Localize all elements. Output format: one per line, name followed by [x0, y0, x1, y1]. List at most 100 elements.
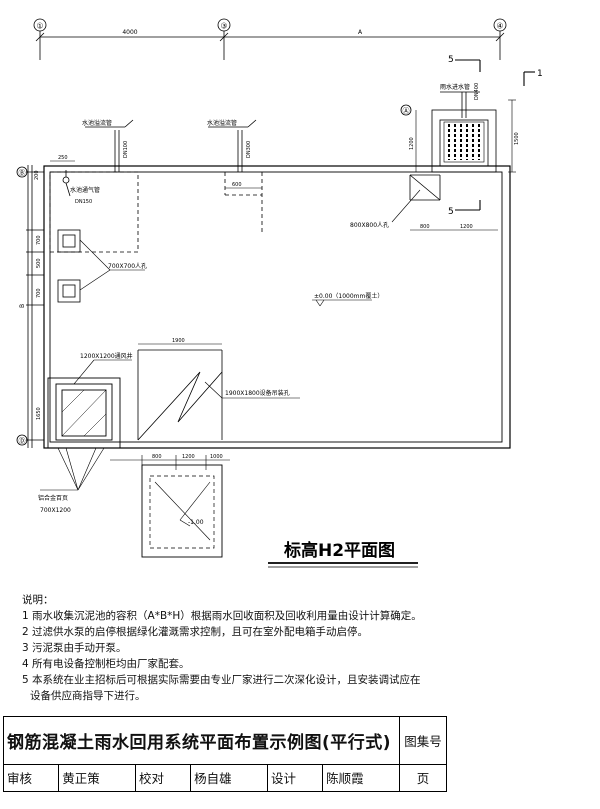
dashed-chamber-right: [224, 172, 263, 235]
axis-bubble-3: ③: [217, 18, 231, 32]
axis-bubble-a: Ⓐ: [400, 104, 412, 116]
section-1-label: 1: [537, 69, 543, 79]
bottom-dim-2: 1000: [210, 454, 223, 460]
elevation-label: ±0.00（1000mm覆土）: [314, 292, 383, 300]
note-item: 1 雨水收集沉泥池的容积（A*B*H）根据雨水回收面积及回收利用量由设计计算确定…: [22, 610, 422, 622]
section-marker-top: [455, 59, 481, 72]
check-label: 校对: [134, 763, 192, 793]
dim-d1900: 1900: [172, 338, 185, 344]
vent-chamber-inner: [149, 475, 215, 549]
manhole-800: [409, 174, 441, 201]
svg-text:Ⓑ: Ⓑ: [19, 169, 26, 177]
hoist-hole-label: 1900X1800设备吊装孔: [225, 389, 290, 397]
elevation-mark: [312, 299, 372, 307]
dim-d200: 200: [34, 170, 40, 180]
svg-text:④: ④: [496, 22, 503, 31]
hoist-hole: [137, 349, 223, 441]
vent-pipe: [62, 170, 71, 197]
checker-name: 杨自雄: [190, 763, 268, 793]
dim-d500: 500: [36, 258, 42, 268]
louver-size-label: 700X1200: [40, 507, 71, 514]
level-mark: -1.00: [188, 519, 204, 526]
axis-bubble-d: Ⓓ: [16, 434, 28, 446]
note-item: 3 污泥泵由手动开泵。: [22, 642, 127, 654]
note-item: 5 本系统在业主招标后可根据实际需要由专业厂家进行二次深化设计，且安装调试应在: [22, 674, 421, 686]
manhole-700-leaders: [79, 239, 145, 291]
dim-left-b: B: [19, 304, 26, 308]
rain-inlet-chamber: [431, 109, 497, 173]
tank-outline-outer: [43, 165, 511, 449]
dim-d1500v: 1500: [514, 132, 520, 145]
svg-text:Ⓓ: Ⓓ: [19, 437, 26, 445]
manhole-700-lower: [57, 279, 81, 303]
dim-d1200v: 1200: [409, 137, 415, 150]
dn150-label: DN150: [75, 199, 92, 205]
design-notes: 说明： 1 雨水收集沉泥池的容积（A*B*H）根据雨水回收面积及回收利用量由设计…: [22, 592, 582, 704]
dim-d800: 800: [420, 224, 430, 230]
dim-d700b: 700: [36, 288, 42, 298]
overflow-pipe-label-2: 水池溢流管: [207, 119, 237, 127]
bottom-dim-0: 800: [152, 454, 162, 460]
atlas-number-label: 图集号: [399, 716, 447, 765]
title-block: 钢筋混凝土雨水回用系统平面布置示例图(平行式) 图集号 审核 黄正策 校对 杨自…: [2, 716, 447, 793]
bottom-dims: [110, 455, 230, 470]
vent-shaft-label: 1200X1200通风井: [80, 352, 133, 360]
manhole-800-label: 800X800人孔: [350, 221, 389, 229]
dn400-label: DN400: [474, 83, 480, 100]
vent-chamber-bottom: [141, 464, 223, 558]
dn100-label: DN100: [123, 141, 129, 158]
right-dimension-lines: [415, 99, 516, 173]
dim-span-right: A: [358, 29, 363, 36]
dim-d700a: 700: [36, 235, 42, 245]
louver-label: 铝合金百页: [38, 494, 68, 502]
left-dimension-line: [26, 165, 44, 448]
design-label: 设计: [266, 763, 324, 793]
dim-d1200: 1200: [460, 224, 473, 230]
rain-inlet-pipe: [440, 91, 480, 118]
vent-shaft-leader: [73, 359, 132, 385]
review-label: 审核: [2, 763, 60, 793]
tank-outline-inner: [49, 171, 503, 443]
axis-bubble-4: ④: [493, 18, 507, 32]
bottom-dim-1: 1200: [182, 454, 195, 460]
section-mark-bottom: 5: [448, 207, 454, 217]
dim-d250: 250: [58, 155, 68, 161]
section-marker-bottom: [455, 200, 481, 211]
dim-d600: 600: [232, 182, 242, 188]
svg-text:①: ①: [36, 22, 43, 31]
rain-inlet-filter: [443, 121, 485, 163]
svg-text:③: ③: [220, 22, 227, 31]
notes-heading: 说明：: [22, 594, 54, 606]
section-mark-top: 5: [448, 55, 454, 65]
overflow-pipe-label-1: 水池溢流管: [82, 119, 112, 127]
drawing-title: 钢筋混凝土雨水回用系统平面布置示例图(平行式): [3, 716, 400, 765]
designer-name: 陈顺霞: [322, 763, 400, 793]
page-label: 页: [399, 763, 447, 793]
section-1-marker: [523, 71, 535, 86]
floor-plan-drawing: 4000 A ① ③ ④ Ⓑ Ⓓ Ⓐ 200 700 500 700 B 1: [16, 18, 543, 568]
manhole-700-upper: [57, 229, 81, 253]
dim-d1650: 1650: [36, 407, 42, 420]
overflow-pipe-1: [85, 119, 134, 172]
vent-chamber-diagonal: [154, 481, 211, 541]
plan-title: 标高H2平面图: [284, 540, 395, 561]
rain-inlet-label: 雨水进水管: [440, 83, 470, 91]
top-dimension-line: [35, 31, 505, 60]
dn300-label: DN300: [246, 141, 252, 158]
vent-pipe-label: 水池通气管: [70, 186, 100, 194]
overflow-pipe-2: [208, 119, 257, 172]
manhole-700-label: 700X700人孔: [108, 262, 147, 270]
svg-text:Ⓐ: Ⓐ: [403, 107, 410, 115]
dim-span-left: 4000: [122, 29, 137, 36]
vent-shaft-hatch: [61, 389, 107, 437]
axis-bubble-b: Ⓑ: [16, 166, 28, 178]
manhole-800-leader: [391, 189, 421, 223]
axis-bubble-1: ①: [33, 18, 47, 32]
note-item: 设备供应商指导下进行。: [30, 690, 146, 702]
louver-leaders: [40, 447, 105, 491]
hoist-hole-leader: [204, 381, 300, 399]
note-item: 4 所有电设备控制柜均由厂家配套。: [22, 658, 190, 670]
note-item: 2 过滤供水泵的启停根据绿化灌溉需求控制，且可在室外配电箱手动启停。: [22, 626, 369, 638]
reviewer-name: 黄正策: [58, 763, 136, 793]
dashed-chamber-left: [49, 171, 139, 253]
